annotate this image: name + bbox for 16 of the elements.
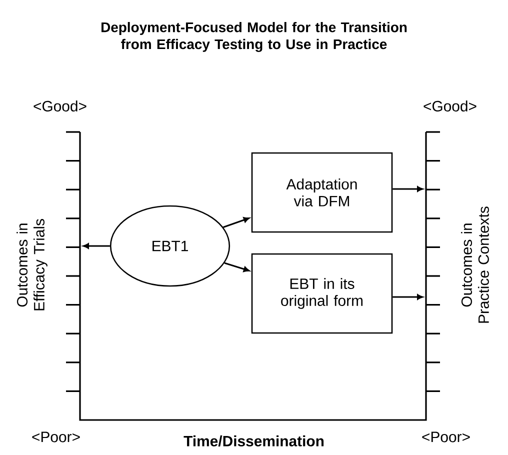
scale-label: <Poor> — [422, 432, 470, 442]
process-box: EBT in its original form — [251, 253, 393, 334]
axis-label: Outcomes in Efficacy Trials — [16, 219, 48, 310]
process-box: Adaptation via DFM — [251, 152, 393, 233]
scale-label: <Good> — [34, 100, 86, 112]
arrow — [224, 262, 250, 272]
scale-label: <Poor> — [32, 432, 80, 442]
axis-label: Outcomes in Practice Contexts — [461, 206, 489, 323]
title: Deployment-Focused Model for the Transition from Efficacy Testing to Use in Practice — [102, 22, 407, 52]
arrow — [392, 294, 423, 300]
scale-label: <Good> — [424, 100, 476, 112]
arrow — [223, 217, 250, 228]
oval-node: EBT1 — [110, 205, 230, 287]
arrow — [392, 186, 423, 192]
axis-label: Time/Dissemination — [184, 435, 324, 447]
arrow — [83, 243, 110, 249]
